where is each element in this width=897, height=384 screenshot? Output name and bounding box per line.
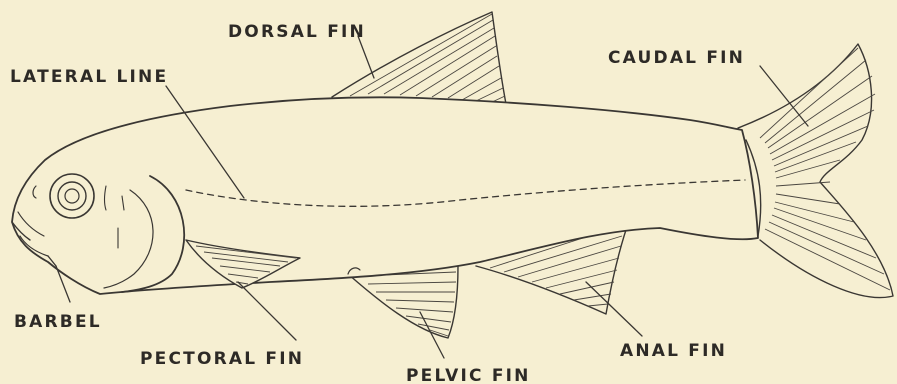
caudal-fin [738, 44, 893, 298]
lateral-line-label: LATERAL LINE [10, 67, 168, 87]
dorsal-fin-label: DORSAL FIN [228, 22, 366, 42]
caudal-fin-label: CAUDAL FIN [608, 48, 745, 68]
dorsal-fin-leader [358, 36, 374, 78]
eye-icon [50, 174, 94, 218]
fish-body [12, 97, 761, 294]
anal-fin-label: ANAL FIN [620, 341, 727, 361]
barbel-label: BARBEL [14, 312, 102, 332]
pelvic-fin-label: PELVIC FIN [406, 366, 531, 384]
pectoral-fin-leader [238, 282, 296, 340]
pectoral-fin-label: PECTORAL FIN [140, 349, 304, 369]
